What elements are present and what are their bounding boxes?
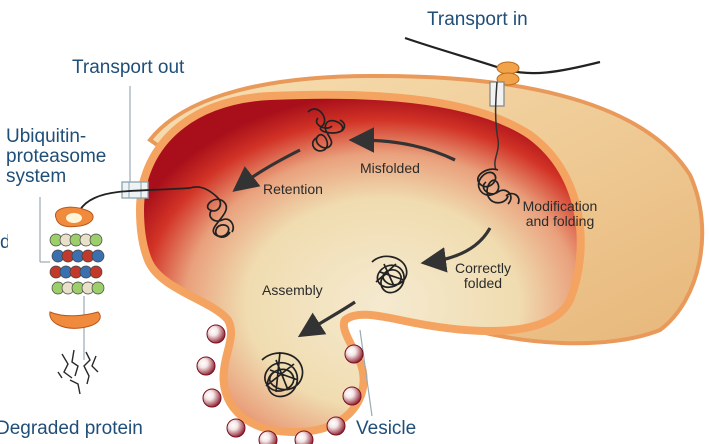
retention-protein [189, 186, 235, 238]
transport-in-receptor [496, 61, 520, 75]
vesicle-protein [261, 351, 304, 398]
arrow-assembly [297, 300, 356, 338]
misfolded-protein [307, 108, 346, 152]
pathway-arrows [232, 127, 492, 338]
label-vesicle: Vesicle [356, 418, 417, 439]
arrow-misfolded [348, 127, 456, 162]
vesicle-coat [196, 324, 364, 444]
label-cut-off-letter: d [0, 233, 8, 253]
label-degraded-protein: Degraded protein [0, 418, 143, 439]
label-retention: Retention [263, 181, 323, 197]
label-correctly-folded: Correctly folded [454, 260, 511, 291]
proteasome-subunit [89, 233, 103, 247]
proteasome-subunit [91, 281, 105, 295]
vesicle-coat-ball [196, 356, 216, 376]
vesicle-coat-ball [202, 388, 222, 408]
vesicle-coat-ball [342, 386, 362, 406]
outgoing-chain [79, 187, 191, 211]
degraded-peptides [57, 349, 99, 395]
vesicle-coat-ball [258, 430, 278, 444]
proteasome-subunit [89, 265, 103, 279]
vesicle-coat-ball [294, 430, 314, 444]
vesicle-coat-ball [344, 344, 364, 364]
modifying-protein [477, 168, 520, 205]
arrow-retention [232, 148, 301, 192]
label-transport-out: Transport out [72, 57, 185, 78]
vesicle-coat-ball [226, 418, 246, 438]
protein-coils [189, 108, 520, 398]
label-misfolded: Misfolded [360, 160, 420, 176]
arrow-correctly-folded [420, 227, 492, 273]
folded-protein [371, 255, 408, 294]
vesicle-coat-ball [326, 416, 346, 436]
label-assembly: Assembly [262, 282, 323, 298]
vesicle-coat-ball [206, 324, 226, 344]
label-ubiquitin-proteasome-system: Ubiquitin- proteasome system [6, 126, 107, 187]
label-transport-in: Transport in [427, 9, 528, 30]
proteasome [49, 206, 105, 329]
label-modification-and-folding: Modification and folding [522, 198, 598, 229]
proteasome-subunit [91, 249, 105, 263]
